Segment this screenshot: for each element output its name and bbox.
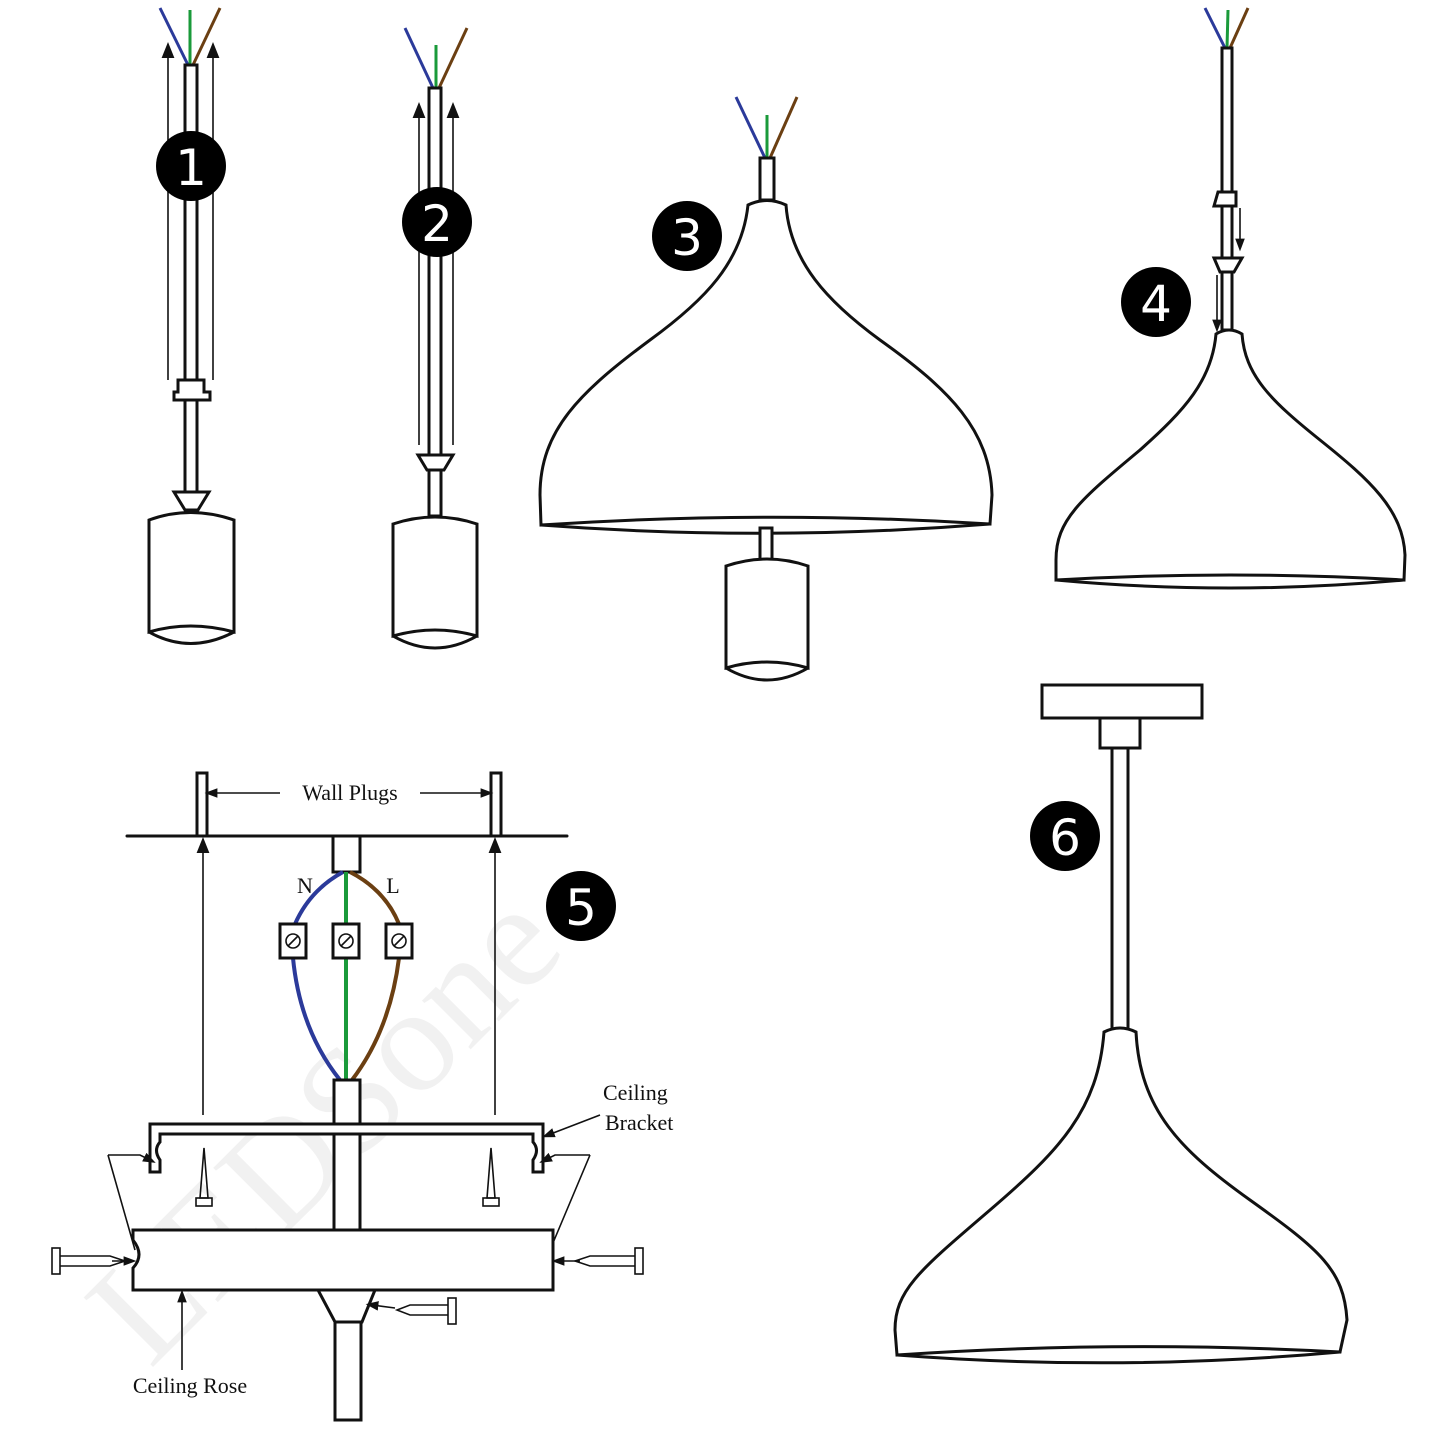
svg-text:Bracket: Bracket bbox=[605, 1110, 673, 1135]
neutral-wire bbox=[158, 7, 190, 66]
screw-icon bbox=[572, 1247, 644, 1275]
step-badge bbox=[1030, 801, 1100, 871]
screw-icon bbox=[482, 1147, 500, 1207]
svg-text:Ceiling: Ceiling bbox=[603, 1080, 668, 1105]
step-badge bbox=[1121, 267, 1191, 337]
svg-text:2: 2 bbox=[421, 195, 453, 253]
cable bbox=[1220, 46, 1234, 332]
lamp-shade bbox=[1054, 328, 1407, 582]
wall-plug bbox=[489, 771, 503, 838]
step-5: Wall Plugs N L Ceiling Bracket bbox=[51, 771, 673, 1422]
lamp-holder bbox=[391, 515, 479, 638]
step-badge bbox=[156, 131, 226, 201]
ceiling-rose bbox=[131, 1228, 555, 1292]
screw-icon bbox=[394, 1297, 457, 1325]
svg-text:Ceiling Rose: Ceiling Rose bbox=[133, 1373, 247, 1398]
ceiling-bracket bbox=[148, 1122, 545, 1174]
ceiling-canopy bbox=[1040, 683, 1204, 720]
lamp-shade bbox=[893, 1026, 1349, 1357]
cable bbox=[183, 63, 199, 382]
lamp-holder bbox=[147, 511, 236, 635]
svg-text:Wall Plugs: Wall Plugs bbox=[302, 780, 397, 805]
lamp-shade bbox=[538, 199, 994, 527]
cable bbox=[1110, 746, 1130, 1032]
svg-text:5: 5 bbox=[565, 879, 597, 937]
svg-text:6: 6 bbox=[1049, 809, 1081, 867]
step-badge bbox=[546, 871, 616, 941]
step-badge bbox=[652, 201, 722, 271]
svg-text:L: L bbox=[386, 873, 399, 898]
step-3: 3 bbox=[538, 96, 994, 682]
screw-icon bbox=[195, 1147, 213, 1207]
step-6: 6 bbox=[893, 683, 1349, 1365]
svg-text:3: 3 bbox=[671, 209, 703, 267]
live-wire bbox=[191, 7, 222, 66]
step-4: 4 bbox=[1054, 7, 1407, 590]
step-badge bbox=[402, 187, 472, 257]
supply-cable bbox=[331, 834, 362, 874]
svg-text:4: 4 bbox=[1140, 275, 1172, 333]
step-2: 2 bbox=[391, 27, 479, 650]
terminal-block bbox=[278, 922, 414, 960]
svg-text:N: N bbox=[297, 873, 313, 898]
cable bbox=[427, 86, 443, 457]
lamp-holder bbox=[724, 557, 810, 671]
svg-text:1: 1 bbox=[175, 139, 207, 197]
cord-grip bbox=[172, 378, 212, 402]
wall-plug bbox=[195, 771, 209, 838]
step-1: 1 bbox=[147, 7, 236, 645]
pendant-cable bbox=[332, 1078, 362, 1232]
